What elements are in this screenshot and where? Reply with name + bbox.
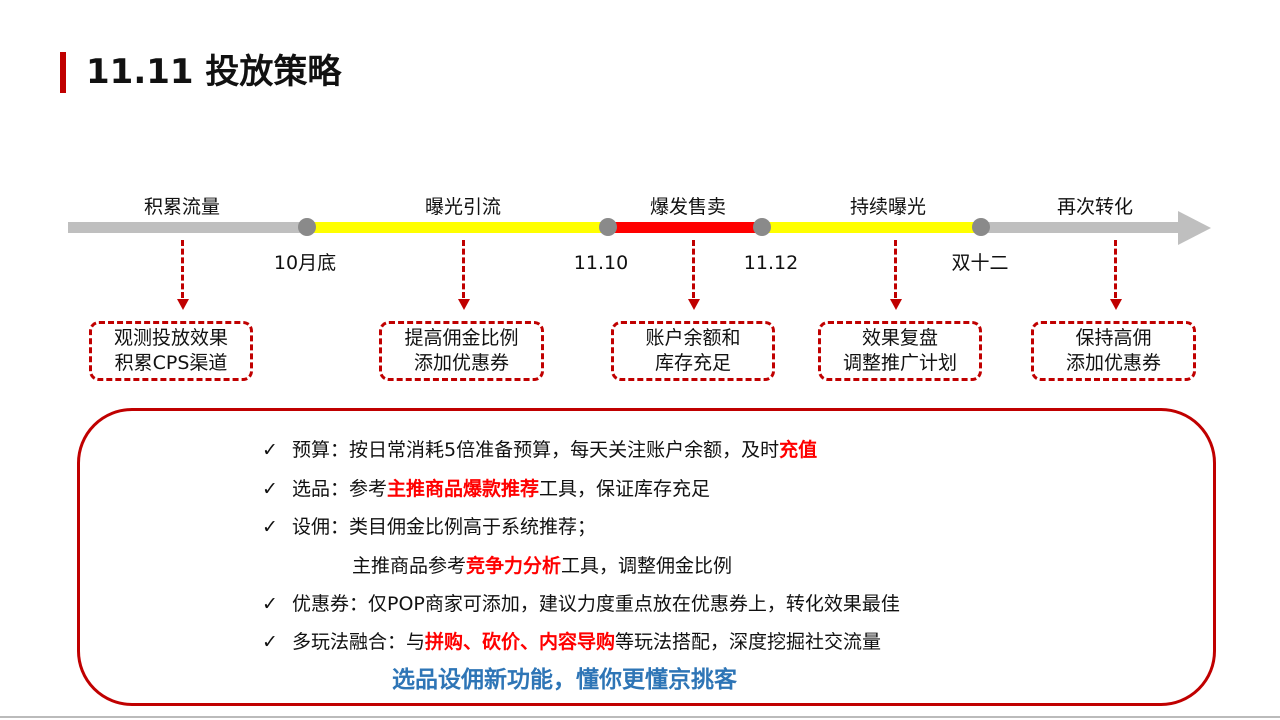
timeline-node: [972, 218, 990, 236]
box-line: 积累CPS渠道: [114, 352, 228, 374]
highlight-text: 竞争力分析: [466, 555, 562, 577]
strategy-item: ✓ 设佣：类目佣金比例高于系统推荐；: [262, 514, 596, 540]
date-label: 双十二: [951, 252, 1009, 274]
item-text: 设佣：类目佣金比例高于系统推荐；: [292, 516, 597, 538]
item-text: 预算：按日常消耗5倍准备预算，每天关注账户余额，及时: [292, 439, 780, 461]
dashed-connector: [181, 240, 184, 298]
page-title: 11.11 投放策略: [86, 52, 342, 92]
phase-label: 爆发售卖: [649, 196, 726, 218]
box-line: 添加优惠券: [413, 352, 509, 374]
timeline-segment-gray: [68, 222, 308, 233]
highlight-text: 主推商品爆款推荐: [387, 478, 540, 500]
box-line: 观测投放效果: [113, 327, 228, 349]
arrow-down-icon: [458, 299, 470, 310]
box-line: 账户余额和: [645, 327, 741, 349]
date-label: 10月底: [273, 252, 337, 274]
checkmark-icon: ✓: [262, 631, 278, 653]
arrow-down-icon: [177, 299, 189, 310]
date-label: 11.10: [573, 252, 629, 274]
timeline-node: [753, 218, 771, 236]
box-line: 效果复盘: [861, 327, 938, 349]
timeline-segment-gray: [981, 222, 1179, 233]
item-text: 多玩法融合：与: [292, 631, 426, 653]
item-text: 等玩法搭配，深度挖掘社交流量: [615, 631, 882, 653]
dashed-connector: [692, 240, 695, 298]
strategy-item: ✓ 优惠券：仅POP商家可添加，建议力度重点放在优惠券上，转化效果最佳: [262, 591, 900, 617]
box-line: 调整推广计划: [842, 352, 957, 374]
timeline-node: [298, 218, 316, 236]
phase-action-box: 账户余额和库存充足: [611, 321, 775, 381]
checkmark-icon: ✓: [262, 593, 278, 615]
dashed-connector: [1114, 240, 1117, 298]
slogan: 选品设佣新功能，懂你更懂京挑客: [392, 667, 737, 693]
strategy-item: 主推商品参考竞争力分析工具，调整佣金比例: [262, 553, 732, 579]
date-label: 11.12: [743, 252, 799, 274]
arrow-down-icon: [688, 299, 700, 310]
item-text: 主推商品参考: [352, 555, 467, 577]
phase-action-box: 保持高佣添加优惠券: [1031, 321, 1196, 381]
arrow-down-icon: [890, 299, 902, 310]
title-accent-bar: [60, 52, 66, 93]
item-text: 优惠券：仅POP商家可添加，建议力度重点放在优惠券上，转化效果最佳: [292, 593, 900, 615]
item-text: 工具，保证库存充足: [539, 478, 711, 500]
item-text: 工具，调整佣金比例: [561, 555, 733, 577]
highlight-text: 充值: [779, 439, 818, 461]
timeline-segment-yellow: [307, 222, 609, 233]
checkmark-icon: ✓: [262, 478, 278, 500]
highlight-text: 拼购、砍价、内容导购: [425, 631, 616, 653]
box-line: 保持高佣: [1075, 327, 1152, 349]
timeline-node: [599, 218, 617, 236]
item-text: 选品：参考: [292, 478, 388, 500]
strategy-item: ✓ 选品：参考主推商品爆款推荐工具，保证库存充足: [262, 476, 710, 502]
strategy-item: ✓ 预算：按日常消耗5倍准备预算，每天关注账户余额，及时充值: [262, 437, 817, 463]
dashed-connector: [894, 240, 897, 298]
strategy-item: ✓ 多玩法融合：与拼购、砍价、内容导购等玩法搭配，深度挖掘社交流量: [262, 629, 881, 655]
phase-label: 再次转化: [1056, 196, 1133, 218]
phase-label: 曝光引流: [424, 196, 501, 218]
timeline-arrowhead-icon: [1178, 211, 1211, 245]
phase-label: 持续曝光: [849, 196, 926, 218]
checkmark-icon: ✓: [262, 516, 278, 538]
checkmark-icon: ✓: [262, 439, 278, 461]
timeline-segment-red: [608, 222, 763, 233]
box-line: 提高佣金比例: [404, 327, 519, 349]
box-line: 添加优惠券: [1065, 352, 1161, 374]
bottom-divider: [0, 716, 1280, 718]
phase-action-box: 观测投放效果积累CPS渠道: [89, 321, 253, 381]
timeline-segment-yellow: [762, 222, 982, 233]
strategy-panel: [77, 408, 1216, 706]
dashed-connector: [462, 240, 465, 298]
phase-label: 积累流量: [143, 196, 220, 218]
box-line: 库存充足: [654, 352, 731, 374]
phase-action-box: 效果复盘调整推广计划: [818, 321, 982, 381]
arrow-down-icon: [1110, 299, 1122, 310]
phase-action-box: 提高佣金比例添加优惠券: [379, 321, 544, 381]
